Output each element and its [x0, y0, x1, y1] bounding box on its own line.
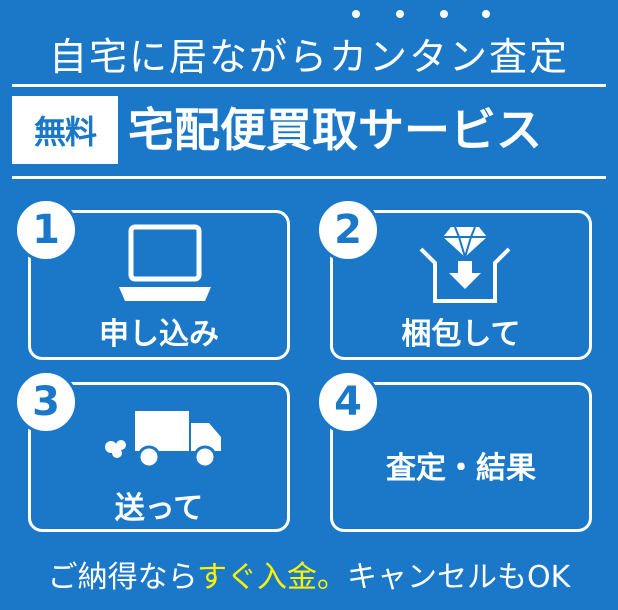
headline: 自宅に居ながらカンタン査定 [48, 35, 569, 79]
emphasis-dot [482, 10, 490, 18]
step-label: 梱包して [401, 317, 521, 352]
laptop-icon [119, 224, 211, 301]
step-label: 申し込み [99, 317, 219, 352]
step-card-3: 送って [28, 382, 290, 532]
footer-highlight: すぐ入金。 [197, 560, 348, 595]
step-number-1: 1 [14, 198, 78, 262]
footer-message: ご納得ならすぐ入金。キャンセルもOK [0, 552, 618, 596]
step-card-2: 梱包して [330, 210, 592, 360]
emphasis-dots [340, 10, 510, 24]
footer-text: キャンセルもOK [347, 560, 571, 595]
emphasis-dot [440, 10, 448, 18]
step-label: 送って [114, 491, 204, 526]
footer-text: ご納得なら [47, 560, 198, 595]
title-row: 無料 宅配便買取サービス [12, 96, 606, 168]
divider-top [12, 84, 606, 87]
delivery-truck-icon [105, 411, 221, 469]
emphasis-dot [396, 10, 404, 18]
step-number-2: 2 [316, 198, 380, 262]
service-title: 宅配便買取サービス [128, 103, 542, 157]
step-card-1: 申し込み [28, 210, 290, 360]
divider-bottom [12, 176, 606, 179]
step-label: 査定・結果 [386, 451, 536, 486]
step-card-4: 査定・結果 [330, 382, 592, 532]
free-badge: 無料 [12, 96, 118, 164]
emphasis-dot [352, 10, 360, 18]
step-number-3: 3 [14, 370, 78, 434]
step-number-4: 4 [316, 370, 380, 434]
diamond-box-icon [419, 226, 511, 303]
